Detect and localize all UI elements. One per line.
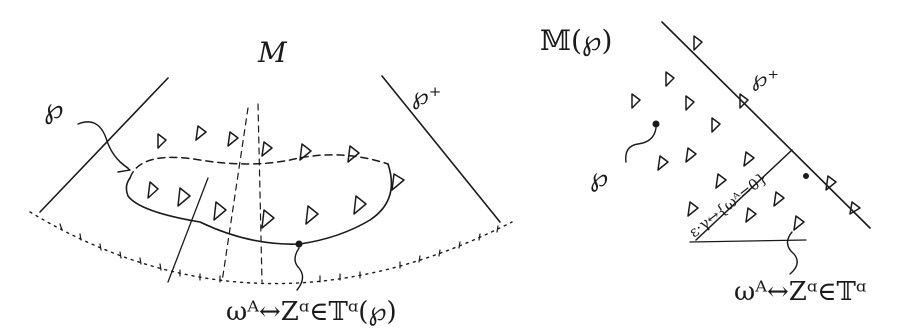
left-boundary-line — [39, 77, 169, 213]
condition-label-right: ε·γ↔{ωᴬ=0} — [685, 169, 770, 241]
region-label-left: ℘⁺ — [412, 82, 441, 110]
curve-label-left: ℘ — [44, 92, 64, 125]
twistor-caption-left: ωᴬ↔Zᵅ∈𝕋ᵅ(℘) — [226, 297, 397, 327]
right-boundary-line — [381, 75, 501, 223]
squiggle-to-caption-left — [294, 247, 304, 291]
bottom-edge — [689, 239, 807, 243]
region-label-right: ℘⁺ — [752, 67, 779, 92]
dashed-line-a — [221, 107, 249, 283]
curve-point-right — [652, 120, 660, 128]
solid-line-a — [167, 177, 209, 283]
curve-label-right: ℘ — [590, 163, 608, 193]
boundary-point-right — [803, 173, 809, 179]
curve-point-left — [295, 240, 303, 248]
squiggle-to-curve-label — [625, 127, 657, 163]
flag-pennants-left — [147, 125, 405, 229]
curve-bottom-solid — [125, 163, 393, 245]
bottom-arc — [29, 211, 513, 285]
curve-top-dashed — [129, 154, 389, 179]
diagonal-boundary — [661, 21, 871, 229]
arrowhead-left — [117, 161, 131, 173]
arc-hatch-marks — [59, 223, 499, 283]
squiggle-to-caption-right — [786, 231, 798, 275]
right-panel: 𝕄(℘) ℘⁺ ℘ ε·γ↔{ωᴬ=0} ωᴬ↔Zᵅ∈𝕋ᵅ — [540, 21, 871, 307]
flag-pennants-right — [631, 35, 861, 231]
space-label-right: 𝕄(℘) — [540, 24, 612, 57]
arrow-from-curve-label — [77, 121, 129, 169]
space-label-left: M — [257, 36, 288, 69]
left-panel: M ℘ ℘⁺ ωᴬ↔Zᵅ∈𝕋ᵅ(℘) — [29, 36, 513, 327]
dashed-line-b — [257, 103, 263, 283]
twistor-caption-right: ωᴬ↔Zᵅ∈𝕋ᵅ — [734, 277, 866, 307]
inner-boundary — [695, 149, 793, 241]
